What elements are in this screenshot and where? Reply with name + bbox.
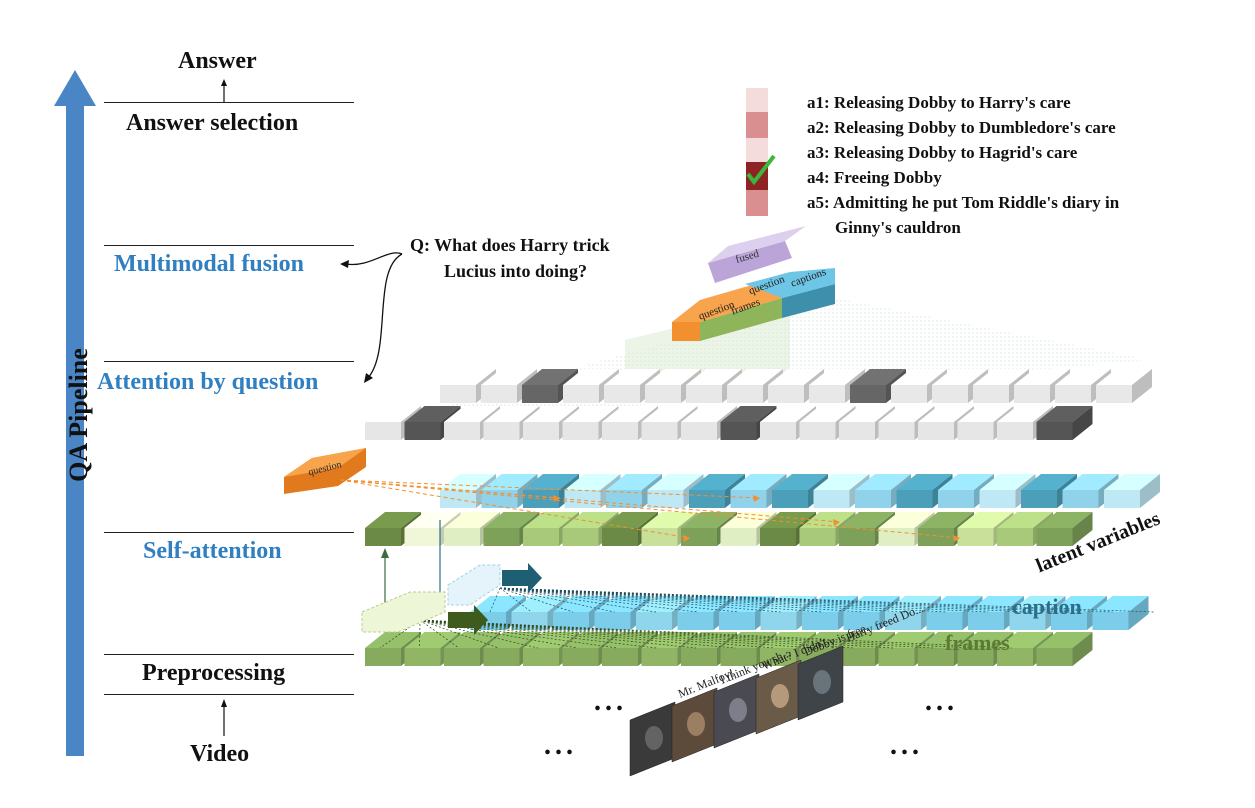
answer-a1: a1: Releasing Dobby to Harry's care xyxy=(807,93,1071,112)
question-line-2: Lucius into doing? xyxy=(444,261,588,281)
stage-self-attention: Self-attention xyxy=(143,538,282,564)
answer-a3: a3: Releasing Dobby to Hagrid's care xyxy=(807,143,1078,162)
question-attention-links xyxy=(339,479,961,542)
question-line-1: Q: What does Harry trick xyxy=(410,235,610,255)
fusion-stack: question frames question captions xyxy=(672,266,835,341)
question-text: Q: What does Harry trick Lucius into doi… xyxy=(410,232,610,284)
divider-preprocessing-bottom xyxy=(104,694,354,695)
frame-token-18 xyxy=(1036,632,1093,666)
latent-blue-token-17 xyxy=(1104,474,1160,508)
answer-arrow xyxy=(221,79,227,103)
caption-arrow-icon xyxy=(502,563,542,593)
divider-fusion xyxy=(104,245,354,246)
answer-a2: a2: Releasing Dobby to Dumbledore's care xyxy=(807,118,1116,137)
answer-a5-continuation: Ginny's cauldron xyxy=(835,218,961,237)
latent-green-row xyxy=(365,512,1093,546)
fused-block: fused xyxy=(708,226,806,283)
ellipsis-bottom-right: ... xyxy=(890,730,923,761)
stage-multimodal-fusion: Multimodal fusion xyxy=(114,251,305,277)
divider-answer xyxy=(104,102,354,103)
answer-score-bars xyxy=(746,88,776,216)
answer-a4: a4: Freeing Dobby xyxy=(807,168,942,187)
question-token-left: question xyxy=(284,448,366,494)
ghost-frame-token xyxy=(361,591,446,633)
latent-green-token-18 xyxy=(1036,512,1093,546)
attention-row-front xyxy=(365,406,1093,440)
question-arrows xyxy=(340,252,403,383)
stage-attention-by-question: Attention by question xyxy=(97,369,319,395)
caption-token-16 xyxy=(1092,596,1149,630)
stage-video: Video xyxy=(190,741,250,767)
ghost-caption-token xyxy=(447,564,501,606)
attention-token-back-17 xyxy=(1096,369,1152,403)
video-arrow xyxy=(221,699,227,736)
stage-answer: Answer xyxy=(178,48,257,74)
latent-blue-row xyxy=(440,474,1160,508)
caption-label: caption xyxy=(1012,594,1082,619)
divider-preprocessing-top xyxy=(104,654,354,655)
stage-preprocessing: Preprocessing xyxy=(142,660,286,686)
preprocessing-links xyxy=(379,587,1155,649)
answer-list: a1: Releasing Dobby to Harry's care a2: … xyxy=(807,90,1119,240)
pipeline-arrow xyxy=(54,70,96,756)
stage-answer-selection: Answer selection xyxy=(126,110,299,136)
ellipsis-top-right: ... xyxy=(925,686,958,717)
check-icon xyxy=(746,154,776,186)
divider-attention xyxy=(104,361,354,362)
attention-row-back xyxy=(440,369,1152,403)
answer-a5: a5: Admitting he put Tom Riddle's diary … xyxy=(807,193,1120,212)
frames-label: frames xyxy=(945,630,1010,655)
ellipsis-bottom-left: ... xyxy=(544,730,577,761)
ellipsis-top-left: ... xyxy=(594,686,627,717)
attention-token-front-18 xyxy=(1036,406,1093,440)
divider-self-attention xyxy=(104,532,354,533)
frames-arrow-icon xyxy=(448,605,488,635)
